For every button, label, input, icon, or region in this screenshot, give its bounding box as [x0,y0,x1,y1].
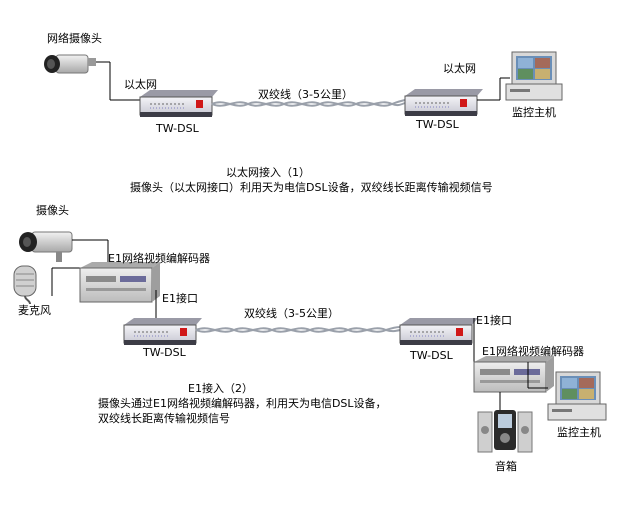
e1-interface-label-left: E1接口 [162,292,198,305]
tw-dsl-label-right: TW-DSL [416,118,459,131]
e1-interface-label-right: E1接口 [476,314,512,327]
twisted-pair-wire [195,327,401,333]
camera-label: 摄像头 [36,204,69,217]
caption1-desc: 摄像头（以太网接口）利用天为电信DSL设备，双绞线长距离传输视频信号 [130,181,493,194]
camera-icon [19,231,73,262]
tw-dsl-device-icon [123,318,202,345]
caption1-title: 以太网接入（1） [226,166,310,179]
tw-dsl-label-bottom-left: TW-DSL [143,346,186,359]
caption2-line1: 摄像头通过E1网络视频编解码器，利用天为电信DSL设备， [98,397,387,410]
twisted-pair-label-bottom: 双绞线（3-5公里） [244,307,339,320]
microphone-icon [13,265,37,305]
microphone-label: 麦克风 [18,304,51,317]
tw-dsl-device-icon [399,318,478,345]
network-camera-icon [44,54,96,74]
codec-right-label: E1网络视频编解码器 [482,345,584,358]
speaker-label: 音箱 [495,460,517,473]
e1-codec-device-icon [79,262,160,303]
network-camera-label: 网络摄像头 [47,32,102,45]
monitor-host-label-bottom: 监控主机 [557,426,601,439]
tw-dsl-device-icon [139,90,218,117]
ethernet-label-left: 以太网 [124,78,157,91]
tw-dsl-label-bottom-right: TW-DSL [410,349,453,362]
codec-left-label: E1网络视频编解码器 [108,252,210,265]
twisted-pair-wire [211,101,406,107]
tw-dsl-label-left: TW-DSL [156,122,199,135]
monitor-host-label: 监控主机 [512,106,556,119]
ethernet-label-right: 以太网 [443,62,476,75]
caption2-line2: 双绞线长距离传输视频信号 [98,412,230,425]
speaker-icon [477,410,533,453]
twisted-pair-label: 双绞线（3-5公里） [258,88,353,101]
monitor-host-icon [505,51,563,101]
tw-dsl-device-icon [404,89,483,116]
monitor-host-icon [547,371,607,421]
caption2-title: E1接入（2） [188,382,253,395]
e1-codec-device-icon [473,356,554,393]
